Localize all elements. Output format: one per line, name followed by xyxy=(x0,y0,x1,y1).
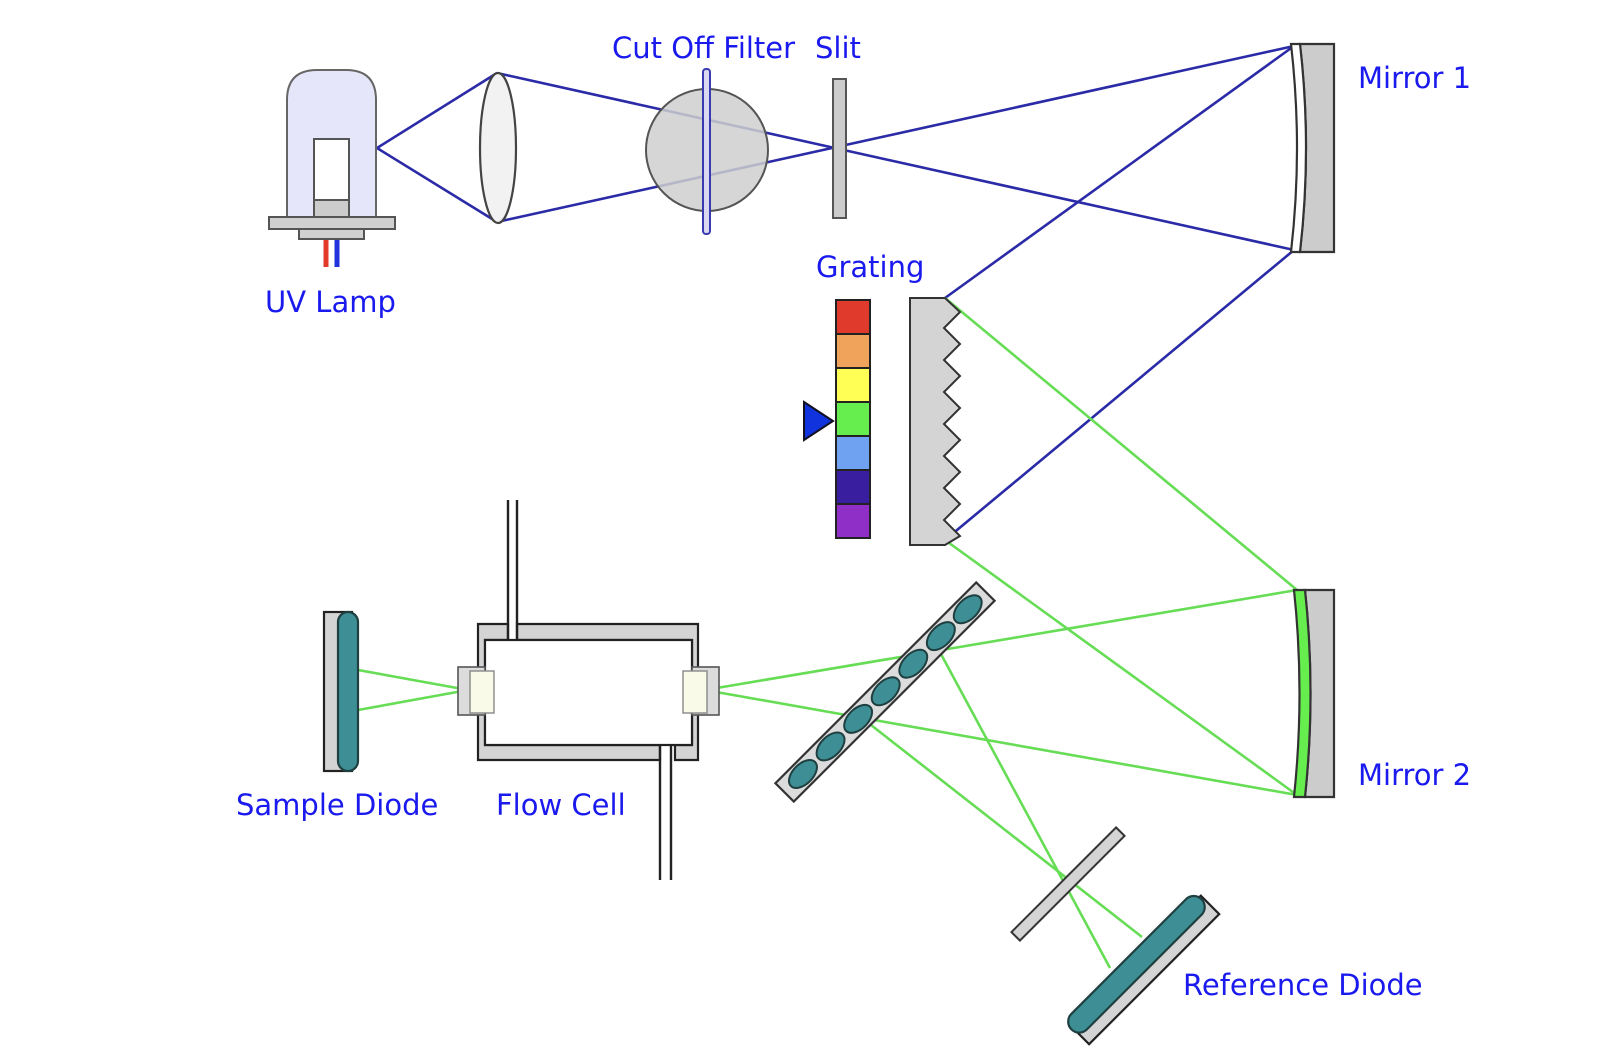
ray-mirror1-to-grating-bottom xyxy=(944,249,1295,541)
ray-lamp-to-lens-top xyxy=(376,71,498,150)
beam-splitter-element xyxy=(898,648,929,679)
entrance-slit xyxy=(832,78,847,219)
spectrum-band xyxy=(835,503,871,539)
beam-splitter-element xyxy=(925,621,956,652)
mirror-2-label: Mirror 2 xyxy=(1358,758,1471,792)
ray-beamsplitter-to-reference-a xyxy=(933,642,1112,969)
reference-slit-plate xyxy=(1010,826,1126,942)
mirror-2 xyxy=(1292,588,1336,799)
visible-light-path xyxy=(357,296,1298,969)
flow-cell-chamber xyxy=(483,638,694,747)
beam-splitter-element xyxy=(815,731,846,762)
slit-label: Slit xyxy=(815,31,861,65)
flow-cell-label: Flow Cell xyxy=(496,788,626,822)
lamp-socket xyxy=(298,228,365,240)
ray-beamsplitter-to-reference-b xyxy=(861,716,1143,939)
reference-diode xyxy=(1067,894,1221,1046)
lamp-filament-window xyxy=(313,138,350,202)
ray-grating-to-mirror2-top xyxy=(944,296,1298,592)
beam-splitter-element xyxy=(952,594,983,625)
mirror2-reflective-surface xyxy=(1292,588,1312,799)
reference-diode-sensor xyxy=(1067,894,1206,1034)
filter-plate xyxy=(702,68,711,235)
reference-diode-label: Reference Diode xyxy=(1183,968,1423,1002)
diffraction-grating xyxy=(909,297,962,546)
ray-lens-to-mirror1-top xyxy=(496,44,1295,224)
spectrum-band xyxy=(835,333,871,369)
sample-diode-label: Sample Diode xyxy=(236,788,438,822)
uv-lamp xyxy=(268,69,396,267)
spectrum-band xyxy=(835,435,871,471)
grating-body xyxy=(909,297,962,546)
spectrum-band xyxy=(835,469,871,505)
spectrum-band xyxy=(835,299,871,335)
uv-lamp-label: UV Lamp xyxy=(265,285,396,319)
sample-diode-sensor xyxy=(336,610,360,773)
ray-flowcell-to-sample-top xyxy=(357,668,469,692)
lamp-flange xyxy=(268,216,396,230)
ray-mirror2-to-flowcell-top xyxy=(704,588,1298,692)
cut-off-filter xyxy=(645,68,769,235)
ray-lens-to-mirror1-bottom xyxy=(496,71,1295,252)
spectrum-bar xyxy=(835,299,871,539)
mirror1-reflective-surface xyxy=(1289,42,1308,254)
spectrum-band xyxy=(835,367,871,403)
lamp-filament-base xyxy=(313,199,350,218)
beam-splitter-element xyxy=(788,759,818,789)
flow-cell-window-right xyxy=(682,670,708,714)
reference-slit xyxy=(1010,826,1126,942)
flow-cell xyxy=(457,500,720,880)
grating-label: Grating xyxy=(816,250,924,284)
spectrum-band-selected xyxy=(835,401,871,437)
sample-diode xyxy=(322,610,360,773)
uv-light-path xyxy=(376,44,1295,541)
mirror-1 xyxy=(1289,42,1336,254)
cut-off-filter-label: Cut Off Filter xyxy=(612,31,795,65)
beam-splitter xyxy=(773,580,997,804)
beam-splitter-element xyxy=(843,703,874,734)
ray-mirror2-to-flowcell-bottom xyxy=(704,688,1298,797)
ray-flowcell-to-sample-bottom xyxy=(357,688,469,712)
wavelength-selector-arrow-icon[interactable] xyxy=(803,400,835,442)
condenser-lens xyxy=(478,71,518,225)
ray-lamp-to-lens-bottom xyxy=(376,146,498,224)
mirror-1-label: Mirror 1 xyxy=(1358,61,1471,95)
ray-grating-to-mirror2-bottom xyxy=(944,538,1298,797)
ray-mirror1-to-grating-top xyxy=(944,44,1295,300)
beam-splitter-element xyxy=(870,676,901,707)
flow-cell-window-left xyxy=(469,670,495,714)
